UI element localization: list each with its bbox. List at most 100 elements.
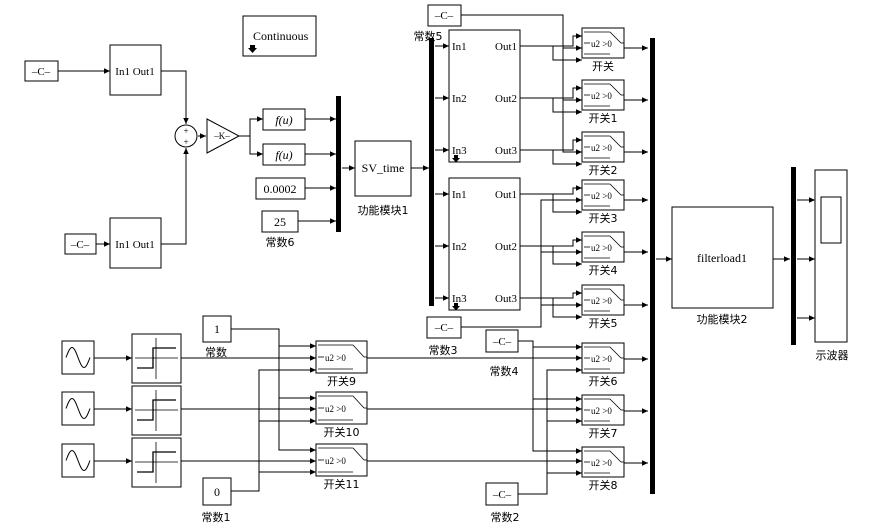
wires xyxy=(58,14,815,495)
svg-text:u2 >0: u2 >0 xyxy=(591,91,612,101)
svg-text:–C–: –C– xyxy=(434,322,454,334)
svg-text:Out1: Out1 xyxy=(495,41,517,53)
switch3-block[interactable]: u2 >0 开关3 xyxy=(581,179,625,225)
switch-block[interactable]: u2 >0开关 xyxy=(581,27,625,73)
svg-text:1: 1 xyxy=(214,322,220,336)
sine-wave-block-3[interactable] xyxy=(61,443,95,478)
svg-text:Out2: Out2 xyxy=(495,241,517,253)
svg-text:u2 >0: u2 >0 xyxy=(591,191,612,201)
constant-block-top-left[interactable]: –C– xyxy=(24,60,59,82)
switch6-block-label: 开关6 xyxy=(589,374,618,388)
fcn-block-2[interactable]: f(u) xyxy=(262,143,306,166)
switch7-block[interactable]: u2 >0 开关7 xyxy=(581,394,625,440)
arrow-down-icon xyxy=(248,45,257,53)
sine-icon xyxy=(65,346,91,369)
svg-text:In1: In1 xyxy=(452,189,467,201)
svg-text:u2 >0: u2 >0 xyxy=(591,143,612,153)
svg-text:u2 >0: u2 >0 xyxy=(591,296,612,306)
const1-label: 常数1 xyxy=(202,511,231,524)
sine-wave-block-1[interactable] xyxy=(61,340,95,375)
switch7-block-label: 开关7 xyxy=(589,426,618,440)
svg-text:f(u): f(u) xyxy=(275,113,292,127)
sv-time-block[interactable]: SV_time xyxy=(354,140,412,197)
switch2-block[interactable]: u2 >0 开关2 xyxy=(581,131,625,177)
step-icon xyxy=(137,347,176,369)
scope-label: 示波器 xyxy=(816,349,849,362)
svg-text:Out2: Out2 xyxy=(495,93,517,105)
switch6-block[interactable]: u2 >0 开关6 xyxy=(581,342,625,388)
powergui-block[interactable]: Continuous xyxy=(242,15,317,57)
subsystem-block-top[interactable]: In1 Out1 xyxy=(109,44,162,96)
mux-bar-1 xyxy=(336,96,341,232)
sine-wave-block-2[interactable] xyxy=(61,391,95,426)
constant-0002-block[interactable]: 0.0002 xyxy=(255,177,306,200)
step-icon xyxy=(137,399,176,421)
svg-text:–C–: –C– xyxy=(492,336,512,348)
svg-text:u2 >0: u2 >0 xyxy=(325,353,346,363)
switch8-block[interactable]: u2 >0 开关8 xyxy=(581,446,625,492)
func2-label: 功能模块2 xyxy=(697,312,748,326)
svg-text:25: 25 xyxy=(274,215,286,229)
svg-text:In3: In3 xyxy=(452,145,467,157)
filterload-block[interactable]: filterload1 xyxy=(671,206,774,309)
svg-text:u2 >0: u2 >0 xyxy=(591,458,612,468)
svg-text:filterload1: filterload1 xyxy=(697,251,747,265)
svg-text:Out3: Out3 xyxy=(495,145,518,157)
scope-block[interactable] xyxy=(814,169,848,343)
svg-text:Out3: Out3 xyxy=(495,293,518,305)
mux-bar-2 xyxy=(650,38,655,494)
fcn-block-1[interactable]: f(u) xyxy=(262,108,306,131)
switch1-block-label: 开关1 xyxy=(589,111,618,125)
switch1-block[interactable]: u2 >0 开关1 xyxy=(581,79,625,125)
svg-text:u2 >0: u2 >0 xyxy=(591,354,612,364)
sum-block[interactable]: + + xyxy=(174,124,198,148)
subsystem-upper[interactable]: In1 In2 In3 Out1 Out2 Out3 xyxy=(448,29,521,163)
constant2-block[interactable]: –C– xyxy=(485,482,519,506)
switch8-block-label: 开关8 xyxy=(589,478,618,492)
constant-block-mid-left[interactable]: –C– xyxy=(64,233,97,255)
svg-text:SV_time: SV_time xyxy=(362,161,405,175)
const4-label: 常数4 xyxy=(490,365,519,378)
constant-25-block[interactable]: 25 xyxy=(261,210,299,233)
switch2-block-label: 开关2 xyxy=(589,163,618,177)
subsystem-lower[interactable]: In1 In2 In3 Out1 Out2 Out3 xyxy=(448,177,521,311)
switch4-block-label: 开关4 xyxy=(589,263,618,277)
arrow-down-icon xyxy=(452,155,460,163)
const-label: 常数 xyxy=(205,346,227,359)
const5-label: 常数5 xyxy=(414,30,443,43)
switch10-block-label: 开关10 xyxy=(324,425,360,439)
svg-text:In2: In2 xyxy=(452,93,467,105)
constant3-block[interactable]: –C– xyxy=(426,316,462,339)
svg-text:–C–: –C– xyxy=(434,10,454,22)
svg-text:In1 Out1: In1 Out1 xyxy=(115,239,154,251)
switch3-block-label: 开关3 xyxy=(589,211,618,225)
relay-block-2[interactable] xyxy=(131,385,182,436)
step-icon xyxy=(137,451,176,473)
svg-text:u2 >0: u2 >0 xyxy=(325,404,346,414)
constant-value-0-block[interactable]: 0 xyxy=(202,477,232,506)
svg-text:u2 >0: u2 >0 xyxy=(325,456,346,466)
svg-text:0.0002: 0.0002 xyxy=(264,182,297,196)
constant-value-1-block[interactable]: 1 xyxy=(202,315,232,343)
svg-text:–C–: –C– xyxy=(492,489,512,501)
subsystem-block-bottom[interactable]: In1 Out1 xyxy=(109,217,162,269)
svg-text:0: 0 xyxy=(214,485,220,499)
constant5-block[interactable]: –C– xyxy=(427,4,462,27)
svg-text:–C–: –C– xyxy=(70,239,90,251)
relay-block-1[interactable] xyxy=(131,333,182,384)
sine-icon xyxy=(65,449,91,472)
sine-icon xyxy=(65,397,91,420)
switch10-block[interactable]: u2 >0 开关10 xyxy=(315,391,368,439)
svg-text:u2 >0: u2 >0 xyxy=(591,406,612,416)
svg-text:In2: In2 xyxy=(452,241,467,253)
constant4-block[interactable]: –C– xyxy=(485,329,519,353)
svg-text:In3: In3 xyxy=(452,293,467,305)
gain-block[interactable]: –K– xyxy=(206,118,241,154)
relay-block-3[interactable] xyxy=(131,437,182,488)
svg-text:–K–: –K– xyxy=(213,131,230,141)
